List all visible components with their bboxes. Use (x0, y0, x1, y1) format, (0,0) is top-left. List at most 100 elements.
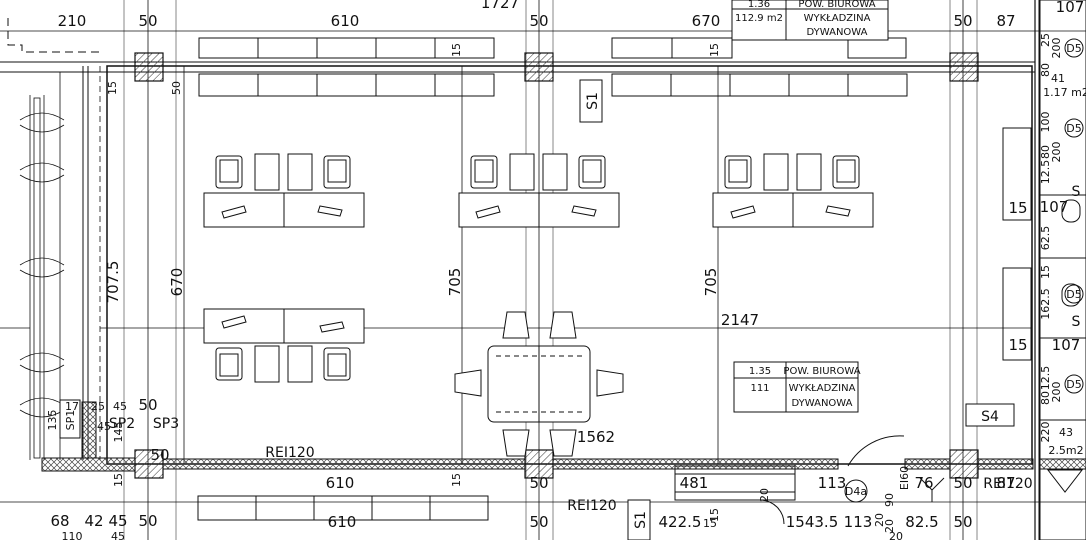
dim-text: 15 (708, 508, 721, 522)
door-tag: D4a (845, 485, 867, 498)
dim-text: 15 (708, 43, 721, 57)
room-tag-frames (59, 79, 1015, 540)
dim-text: 1562 (577, 428, 615, 446)
dim-text: 50 (138, 512, 157, 530)
dim-text: 41 (1051, 72, 1065, 85)
dim-text: 80 (1039, 391, 1052, 405)
dim-text: 76 (914, 474, 933, 492)
type-text: POW. BIUROWA (783, 366, 860, 377)
area-text: 111 (750, 383, 769, 394)
top-left-dashed-outline (7, 18, 100, 53)
coef-text: 1.35 (749, 366, 771, 377)
dim-text: 610 (328, 513, 357, 531)
top-cabinets (198, 37, 908, 97)
dim-text: 100 (1039, 112, 1052, 133)
dim-text: 50 (138, 12, 157, 30)
dim-text: 80 (1039, 63, 1052, 77)
dim-text: 87 (996, 474, 1015, 492)
room-info-frames (731, 0, 889, 413)
dim-text: 20 (873, 513, 886, 527)
dim-text: 43 (1059, 426, 1073, 439)
rei-label: REI120 (983, 476, 1032, 492)
column (524, 449, 554, 479)
dim-text: 15 (1039, 265, 1052, 279)
dim-text: 50 (953, 12, 972, 30)
door-tag: D5 (1066, 122, 1081, 135)
dim-text: 20 (758, 488, 771, 502)
dim-text: 45 (108, 512, 127, 530)
coef-text: 1.36 (748, 0, 770, 10)
dim-text: 12.5 (1039, 160, 1052, 185)
left-windows (0, 72, 65, 460)
dim-text: 15 (450, 43, 463, 57)
dim-text: 162.5 (1039, 288, 1052, 320)
dim-text: 107 (1052, 336, 1081, 354)
area-text: 2.5m2 (1048, 444, 1083, 457)
dim-text: 610 (331, 12, 360, 30)
finish-text: WYKŁADZINA (789, 383, 856, 394)
column (949, 449, 979, 479)
rei-label: REI120 (265, 445, 314, 461)
dim-text: 15 (703, 517, 717, 530)
meeting-table (454, 311, 624, 457)
type-text: POW. BIUROWA (798, 0, 875, 10)
dim-text: 1727 (481, 0, 519, 12)
structural-columns (134, 52, 979, 479)
room-tag: S4 (981, 409, 999, 425)
door-tag: D5 (1066, 378, 1081, 391)
fire-tag: EI60 (898, 466, 911, 490)
dim-text: 50 (529, 474, 548, 492)
dim-text: 82.5 (905, 513, 938, 531)
column (949, 52, 979, 82)
dim-text: 200 (1050, 382, 1063, 403)
dim-text: 50 (953, 474, 972, 492)
dim-text: 50 (953, 513, 972, 531)
column (524, 52, 554, 82)
column (134, 52, 164, 82)
dim-text: 25 (1039, 33, 1052, 47)
room-tag: S1 (585, 92, 601, 110)
dim-text: 15 (112, 473, 125, 487)
dim-text: 45 (97, 420, 111, 433)
bottom-dimensions: 68 42 45 50 110 45 610 50 422.5 15 1543.… (50, 512, 972, 540)
dim-text: 20 (883, 519, 896, 533)
rei-label: REI120 (567, 498, 616, 514)
dim-text: 15 (106, 81, 119, 95)
finish-text: WYKŁADZINA (804, 13, 871, 24)
dim-text: 20 (889, 530, 903, 540)
column (134, 449, 164, 479)
fire-ratings: REI120 REI120 REI120 (265, 445, 1032, 514)
dim-text: 15 (450, 473, 463, 487)
dim-text: 50 (170, 81, 183, 95)
dim-text: 670 (692, 12, 721, 30)
wall-lower-dimensions: 17 25 45 50 135 45 145 50 610 50 1562 48… (46, 396, 1016, 492)
door-tag: D5 (1066, 42, 1081, 55)
rei-wall (41, 401, 1086, 472)
finish-text: DYWANOWA (792, 398, 853, 409)
dim-text: 45 (111, 530, 125, 540)
dim-text: 220 (1039, 422, 1052, 443)
dim-text: 210 (58, 12, 87, 30)
vertical-dimensions: 707.5 670 705 705 2147 (104, 261, 759, 329)
dim-text: 1543.5 (786, 513, 839, 531)
area-text: 112.9 m2 (735, 13, 783, 24)
dim-text: 87 (996, 12, 1015, 30)
top-dimensions: 210 50 610 1727 50 670 50 87 107 (58, 0, 1085, 30)
dim-text: 422.5 (659, 513, 702, 531)
dim-text: 50 (150, 446, 169, 464)
dim-text: 145 (112, 422, 125, 443)
dim-text: 90 (883, 493, 896, 507)
dim-text: 42 (84, 512, 103, 530)
dim-text: 707.5 (104, 261, 122, 304)
dim-text: 110 (62, 530, 83, 540)
desk-cluster-2 (458, 153, 620, 228)
dim-text: 107 (1040, 198, 1069, 216)
dim-text: 45 (113, 400, 127, 413)
dim-text: 2147 (721, 311, 759, 329)
room-tag: S1 (633, 511, 649, 529)
dim-text: 113 (844, 513, 873, 531)
desk-cluster-3 (712, 153, 874, 228)
